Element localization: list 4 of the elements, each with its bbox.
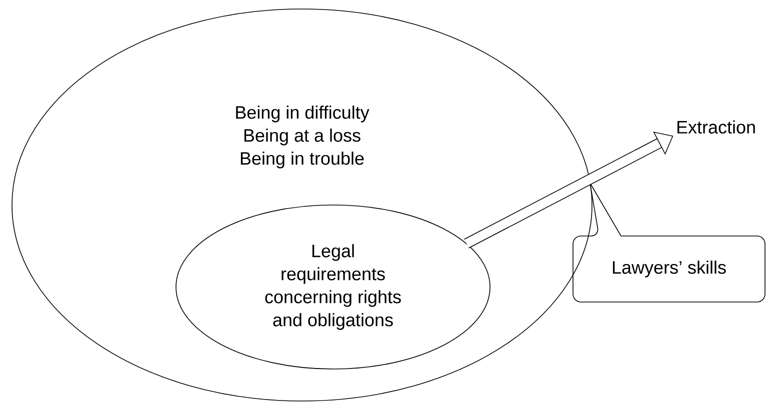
block-arrow: [464, 132, 674, 248]
callout-box: Lawyers’ skills: [572, 182, 766, 302]
label-text: Extraction: [677, 120, 755, 134]
ellipse-node: Legal requirements concerning rights and obligations: [176, 204, 490, 370]
